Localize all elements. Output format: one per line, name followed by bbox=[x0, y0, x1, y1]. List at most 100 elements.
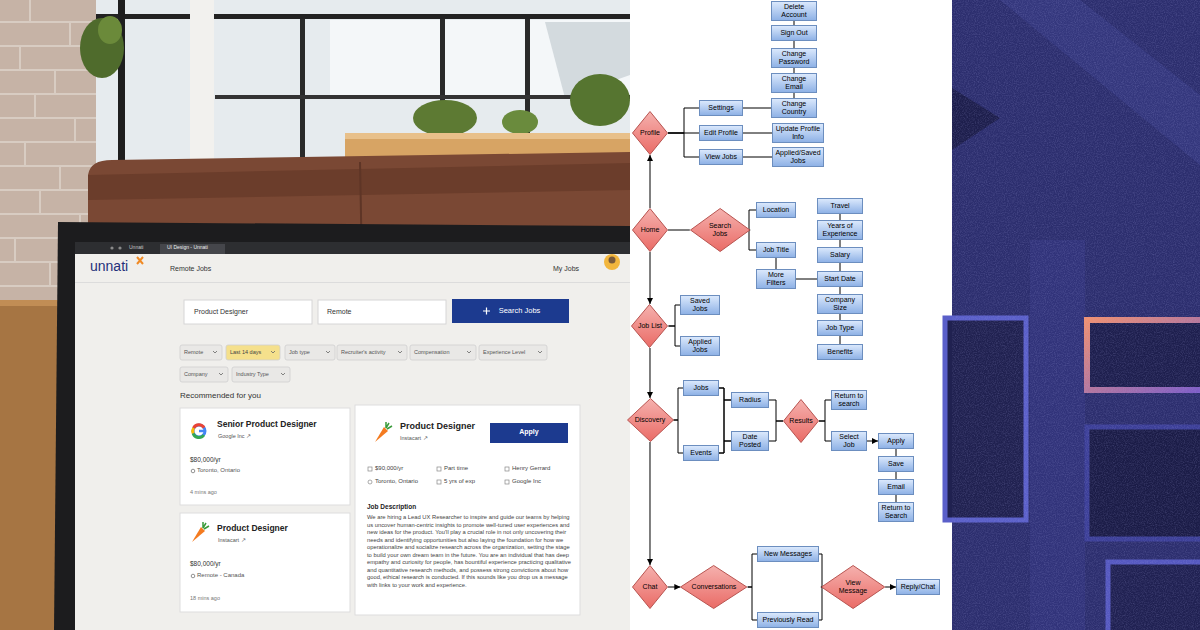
process-box: View Jobs bbox=[699, 149, 743, 165]
flow-connector bbox=[896, 495, 897, 502]
decision-diamond: Results bbox=[783, 399, 819, 443]
screen-text: Apply bbox=[490, 428, 568, 436]
photo-background-part bbox=[355, 405, 580, 615]
photo-background-part bbox=[193, 425, 205, 437]
photo-background-part bbox=[483, 308, 490, 315]
photo-background-part-part bbox=[368, 480, 372, 484]
node-text: Company Size bbox=[820, 296, 860, 311]
diamond-shape bbox=[627, 399, 673, 442]
node-text: Settings bbox=[708, 104, 733, 112]
node-text: View Message bbox=[837, 579, 869, 594]
process-box: Select Job bbox=[831, 431, 867, 450]
label-slot: My Jobs bbox=[553, 265, 579, 273]
flow-connector bbox=[885, 587, 896, 588]
process-box: Saved Jobs bbox=[680, 295, 720, 314]
process-box: Previously Read bbox=[757, 612, 819, 628]
flow-connector bbox=[719, 388, 731, 400]
diamond-shape bbox=[633, 566, 668, 609]
process-box: Job Type bbox=[817, 320, 863, 336]
label-slot: Recommended for you bbox=[180, 391, 261, 400]
node-text: Conversations bbox=[692, 583, 737, 591]
photo-background-part-part bbox=[410, 345, 476, 360]
screen-text: Last 14 days bbox=[230, 349, 261, 355]
node-text: View Jobs bbox=[705, 153, 737, 161]
flow-connector bbox=[769, 421, 783, 441]
flow-connector bbox=[673, 388, 683, 420]
photo-background-part bbox=[318, 300, 446, 324]
process-box: Applied/Saved Jobs bbox=[772, 147, 824, 166]
photo-background-part bbox=[191, 428, 195, 434]
photo-background-part bbox=[191, 469, 195, 473]
process-box: Return to Search bbox=[878, 502, 914, 521]
process-box: Job Title bbox=[756, 242, 796, 258]
flow-connector bbox=[794, 41, 795, 48]
node-text: Discovery bbox=[635, 416, 666, 424]
label-slot: $90,000/yr bbox=[375, 465, 403, 472]
label-slot: We are hiring a Lead UX Researcher to in… bbox=[367, 514, 575, 589]
label-slot: Product Designer bbox=[194, 308, 248, 316]
photo-background-part bbox=[0, 0, 630, 630]
photo-background-part bbox=[609, 257, 616, 264]
screen-text: Unnati bbox=[129, 245, 143, 251]
diamond-shape bbox=[690, 209, 749, 252]
photo-background-part bbox=[80, 14, 630, 19]
screen-text: 4 mins ago bbox=[190, 489, 217, 495]
node-text: Job Type bbox=[826, 324, 854, 332]
flow-connector bbox=[719, 400, 731, 453]
decorative-pattern bbox=[945, 0, 1200, 630]
photo-background-part bbox=[180, 513, 350, 612]
flow-connector bbox=[743, 108, 771, 109]
node-text: New Messages bbox=[764, 550, 812, 558]
screen-text: Google Inc ↗ bbox=[218, 433, 251, 439]
decision-diamond: Search Jobs bbox=[690, 208, 750, 252]
node-text: Profile bbox=[640, 129, 660, 137]
process-box: Benefits bbox=[817, 344, 863, 360]
photo-background-part bbox=[180, 408, 350, 505]
flow-connector bbox=[668, 587, 680, 588]
connector-group bbox=[650, 21, 896, 620]
photo-background-part bbox=[413, 100, 477, 136]
photo-background-part bbox=[110, 246, 113, 249]
photo-background-part bbox=[54, 222, 630, 630]
label-slot: Part time bbox=[444, 465, 468, 472]
photo-background-part-part bbox=[505, 467, 509, 471]
node-text: Start Date bbox=[824, 275, 856, 283]
screen-text: 18 mins ago bbox=[190, 595, 220, 601]
node-text: Save bbox=[888, 460, 904, 468]
flow-connector bbox=[650, 252, 651, 304]
label-slot: 18 mins ago bbox=[190, 595, 220, 601]
flow-connector bbox=[819, 587, 822, 620]
node-text: Update Profile Info bbox=[775, 125, 821, 140]
flow-connector bbox=[840, 336, 841, 344]
process-box: Jobs bbox=[683, 380, 719, 396]
node-text: Years of Experience bbox=[820, 222, 860, 237]
label-slot: Henry Gerrard bbox=[512, 465, 550, 472]
photo-background-part bbox=[375, 427, 388, 442]
node-text: Chat bbox=[643, 583, 658, 591]
screen-text: Compensation bbox=[414, 349, 449, 355]
node-text: Applied/Saved Jobs bbox=[775, 149, 821, 164]
node-text: Apply bbox=[887, 437, 905, 445]
process-box: Edit Profile bbox=[699, 125, 743, 141]
decision-diamond: Job List bbox=[631, 304, 668, 348]
photo-background-part bbox=[137, 257, 143, 264]
photo-background-part-part bbox=[479, 345, 547, 360]
node-text: Home bbox=[641, 226, 660, 234]
label-slot: Remote - Canada bbox=[197, 572, 244, 579]
photo-background bbox=[0, 0, 630, 630]
diamond-shape bbox=[633, 209, 668, 252]
flow-connector bbox=[668, 108, 699, 133]
node-text: Change Country bbox=[774, 100, 814, 115]
label-slot: unnati bbox=[90, 258, 128, 274]
screen-text: My Jobs bbox=[553, 265, 579, 273]
flow-connector bbox=[650, 155, 651, 208]
label-slot: Senior Product Designer bbox=[217, 420, 317, 430]
flow-connector bbox=[668, 230, 690, 231]
photo-background-part bbox=[452, 299, 569, 323]
photo-background-part bbox=[192, 527, 205, 542]
label-slot: Company bbox=[184, 371, 208, 377]
node-text: Reply/Chat bbox=[901, 583, 936, 591]
